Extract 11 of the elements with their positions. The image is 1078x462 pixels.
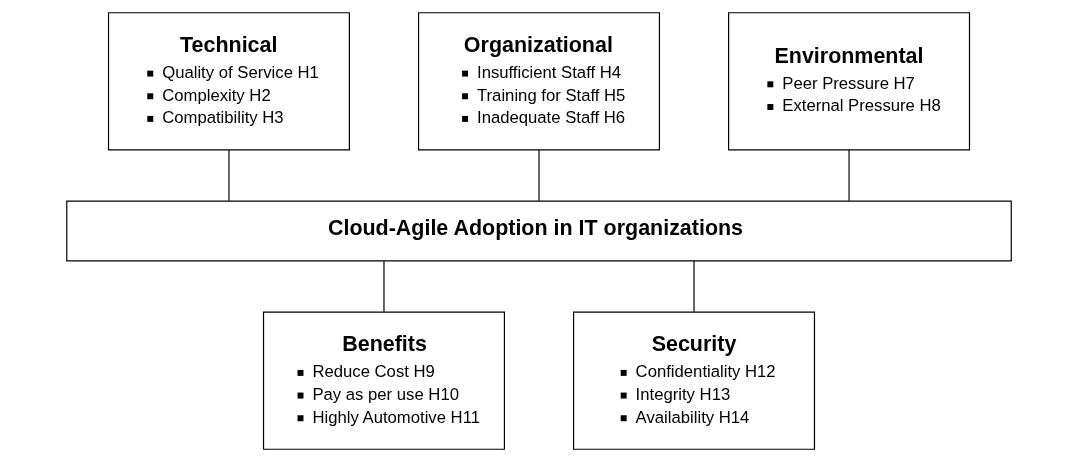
node-box: Cloud-Agile Adoption in IT organizations xyxy=(66,200,1012,262)
connector xyxy=(228,149,230,202)
node-box: Benefits Reduce Cost H9 Pay as per use H10 Highly Automotive H11 xyxy=(262,311,505,450)
connector xyxy=(848,149,850,202)
node-box: Technical Quality of Service H1 Complexity H2 Compatibility H3 xyxy=(107,12,350,151)
node-box: Organizational Insufficient Staff H4 Training for Staff H5 Inadequate Staff H6 xyxy=(417,12,661,151)
connector xyxy=(693,260,695,313)
connector xyxy=(383,260,385,313)
node-box: Environmental Peer Pressure H7 External Pressure H8 xyxy=(728,12,971,151)
node-box: Security Confidentiality H12 Integrity H13 Availability H14 xyxy=(573,311,816,450)
connector xyxy=(538,149,540,202)
